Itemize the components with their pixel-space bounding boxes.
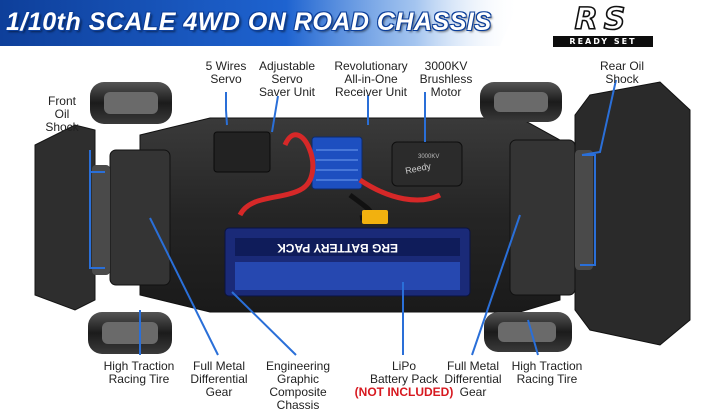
not-included-warning: (NOT INCLUDED) xyxy=(354,385,454,399)
rear-right-tire xyxy=(484,312,572,352)
rear-left-tire xyxy=(480,82,562,122)
motor-kv-text: 3000KV xyxy=(418,154,439,160)
brushless-motor xyxy=(391,141,463,187)
page-title: 1/10th SCALE 4WD ON ROAD CHASSIS xyxy=(6,8,492,36)
title-banner xyxy=(0,0,520,46)
front-body-plate xyxy=(34,124,96,311)
rear-oil-shock xyxy=(575,150,593,270)
rs-logo: RS READY SET xyxy=(550,2,656,49)
left-bulkhead xyxy=(109,149,171,286)
logo-sub-text: READY SET xyxy=(553,36,653,47)
callout-lines xyxy=(89,79,617,356)
servo xyxy=(213,131,271,173)
front-oil-shock xyxy=(92,165,110,275)
front-left-tire xyxy=(90,82,172,124)
battery-pack-text: ERG BATTERY PACK xyxy=(277,241,398,255)
front-right-tire xyxy=(88,312,172,354)
xt60-connector xyxy=(362,210,388,224)
receiver-unit xyxy=(311,136,363,190)
logo-main-text: RS xyxy=(574,2,632,37)
